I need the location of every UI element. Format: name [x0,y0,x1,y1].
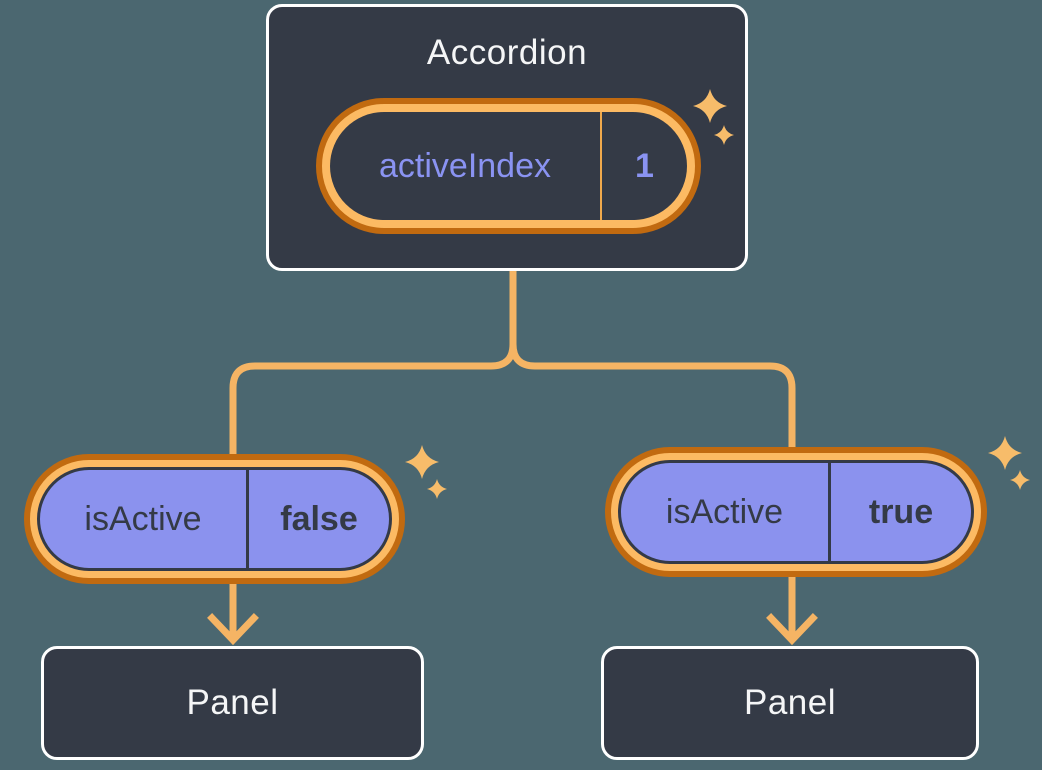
panel-node-left: Panel [41,646,424,760]
panel-node-right: Panel [601,646,979,760]
panel-node-title: Panel [186,683,279,722]
sparkle-icon [427,479,447,499]
state-pill-label: activeIndex [379,146,551,185]
panel-node-title: Panel [743,683,837,722]
prop-pill-label: isActive [665,492,784,531]
sparkle-icon [988,436,1022,470]
prop-pill-value: true [868,492,934,531]
arrow-down-icon [766,575,818,646]
state-pill-active-index: activeIndex 1 [316,98,701,234]
pill-divider [246,470,249,568]
accordion-node-title: Accordion [426,33,588,72]
pill-divider [828,463,831,561]
prop-pill-label: isActive [84,499,202,538]
sparkle-icon [1010,470,1030,490]
sparkle-icon [405,445,439,479]
arrow-down-icon [207,582,259,646]
pill-divider [600,112,602,220]
prop-pill-is-active-true: isActive true [605,447,987,577]
state-pill-value: 1 [635,146,654,185]
connector-line-right-branch [509,271,796,449]
prop-pill-body: isActive true [618,460,974,564]
prop-pill-is-active-false: isActive false [24,454,405,584]
prop-pill-value: false [280,499,358,538]
connector-line-left-branch [229,271,517,456]
state-pill-body: activeIndex 1 [330,112,687,220]
prop-pill-body: isActive false [37,467,392,571]
